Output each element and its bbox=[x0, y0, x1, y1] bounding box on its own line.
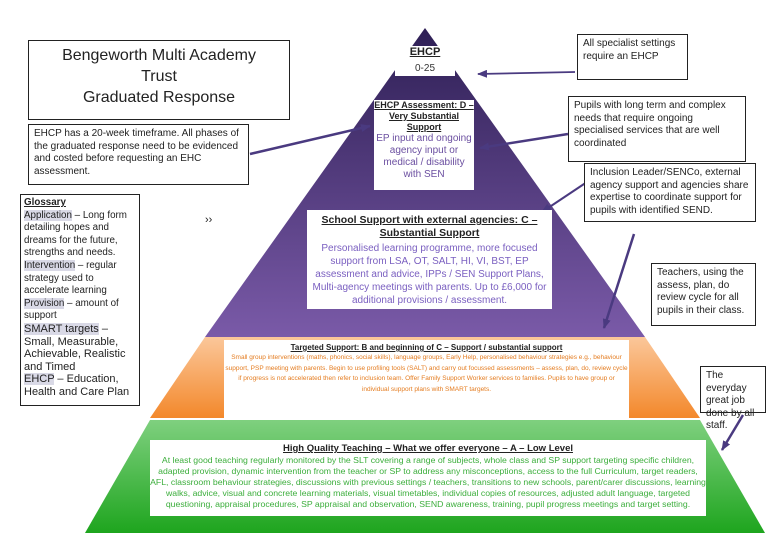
tier-b-body: Small group interventions (maths, phonic… bbox=[225, 354, 628, 393]
glossary-entry-provision: Provision – amount of support bbox=[24, 297, 136, 323]
tier-b-panel: Targeted Support: B and beginning of C –… bbox=[224, 340, 629, 418]
tier-d-title: EHCP Assessment: D – Very Substantial Su… bbox=[374, 100, 474, 132]
title-line-2: Trust bbox=[141, 68, 177, 85]
note-everyday-job: The everyday great job done by all staff… bbox=[700, 366, 766, 431]
note-teachers-cycle: Teachers, using the assess, plan, do rev… bbox=[651, 263, 756, 326]
glossary-definition: – regular strategy used to accelerate le… bbox=[24, 259, 117, 297]
tier-a-body: At least good teaching regularly monitor… bbox=[150, 455, 706, 509]
tier-c-panel: School Support with external agencies: C… bbox=[307, 210, 552, 309]
glossary-entry-application: Application – Long form detailing hopes … bbox=[24, 209, 136, 260]
arrow-long-term-to-tier-d bbox=[479, 132, 569, 151]
glossary-term: Provision bbox=[24, 297, 65, 309]
glossary-definition: – Small, Measurable, Achievable, Realist… bbox=[24, 322, 126, 373]
title-box: Bengeworth Multi Academy Trust Graduated… bbox=[28, 40, 290, 120]
glossary-term: EHCP bbox=[24, 373, 55, 386]
tier-a-panel: High Quality Teaching – What we offer ev… bbox=[150, 440, 706, 516]
arrow-everyday-to-tier-a bbox=[720, 414, 745, 451]
glossary-entry-smart: SMART targets – Small, Measurable, Achie… bbox=[24, 322, 136, 373]
note-inclusion-leader: Inclusion Leader/SENCo, external agency … bbox=[584, 163, 756, 222]
glossary-definition: – Education, Health and Care Plan bbox=[24, 373, 130, 398]
arrow-teachers-to-tier-b bbox=[602, 233, 636, 329]
arrow-specialist-to-ehcp bbox=[477, 69, 576, 78]
title-line-1: Bengeworth Multi Academy bbox=[62, 47, 256, 64]
ehcp-apex-subtitle: 0-25 bbox=[414, 63, 435, 74]
tier-a-title: High Quality Teaching – What we offer ev… bbox=[283, 443, 573, 454]
note-specialist-settings: All specialist settings require an EHCP bbox=[577, 34, 688, 80]
tier-d-body: EP input and ongoing agency input or med… bbox=[376, 133, 472, 180]
tier-d-panel: EHCP Assessment: D – Very Substantial Su… bbox=[374, 100, 474, 190]
ehcp-apex-label: EHCP 0-25 bbox=[395, 46, 455, 76]
stray-mark: ›› bbox=[205, 214, 213, 226]
glossary-definition: – amount of support bbox=[24, 297, 119, 322]
ehcp-apex-title: EHCP bbox=[409, 46, 441, 58]
glossary-title: Glossary bbox=[24, 197, 66, 208]
tier-c-title: School Support with external agencies: C… bbox=[321, 214, 538, 239]
tier-c-body: Personalised learning programme, more fo… bbox=[312, 243, 547, 306]
glossary-term: SMART targets bbox=[24, 322, 99, 335]
tier-b-title: Targeted Support: B and beginning of C –… bbox=[290, 343, 563, 352]
title-line-3: Graduated Response bbox=[82, 89, 236, 106]
arrow-inclusion-to-tier-c bbox=[541, 179, 591, 213]
glossary-entry-intervention: Intervention – regular strategy used to … bbox=[24, 259, 136, 298]
glossary-term: Application bbox=[24, 209, 72, 221]
glossary-entry-ehcp: EHCP – Education, Health and Care Plan bbox=[24, 373, 136, 398]
glossary-term: Intervention bbox=[24, 259, 76, 271]
arrow-timeframe-to-tier-d bbox=[249, 124, 371, 156]
glossary-box: Glossary Application – Long form detaili… bbox=[20, 194, 140, 406]
note-long-term-needs: Pupils with long term and complex needs … bbox=[568, 96, 746, 162]
note-ehcp-timeframe: EHCP has a 20-week timeframe. All phases… bbox=[28, 124, 249, 185]
glossary-definition: – Long form detailing hopes and dreams f… bbox=[24, 209, 127, 259]
